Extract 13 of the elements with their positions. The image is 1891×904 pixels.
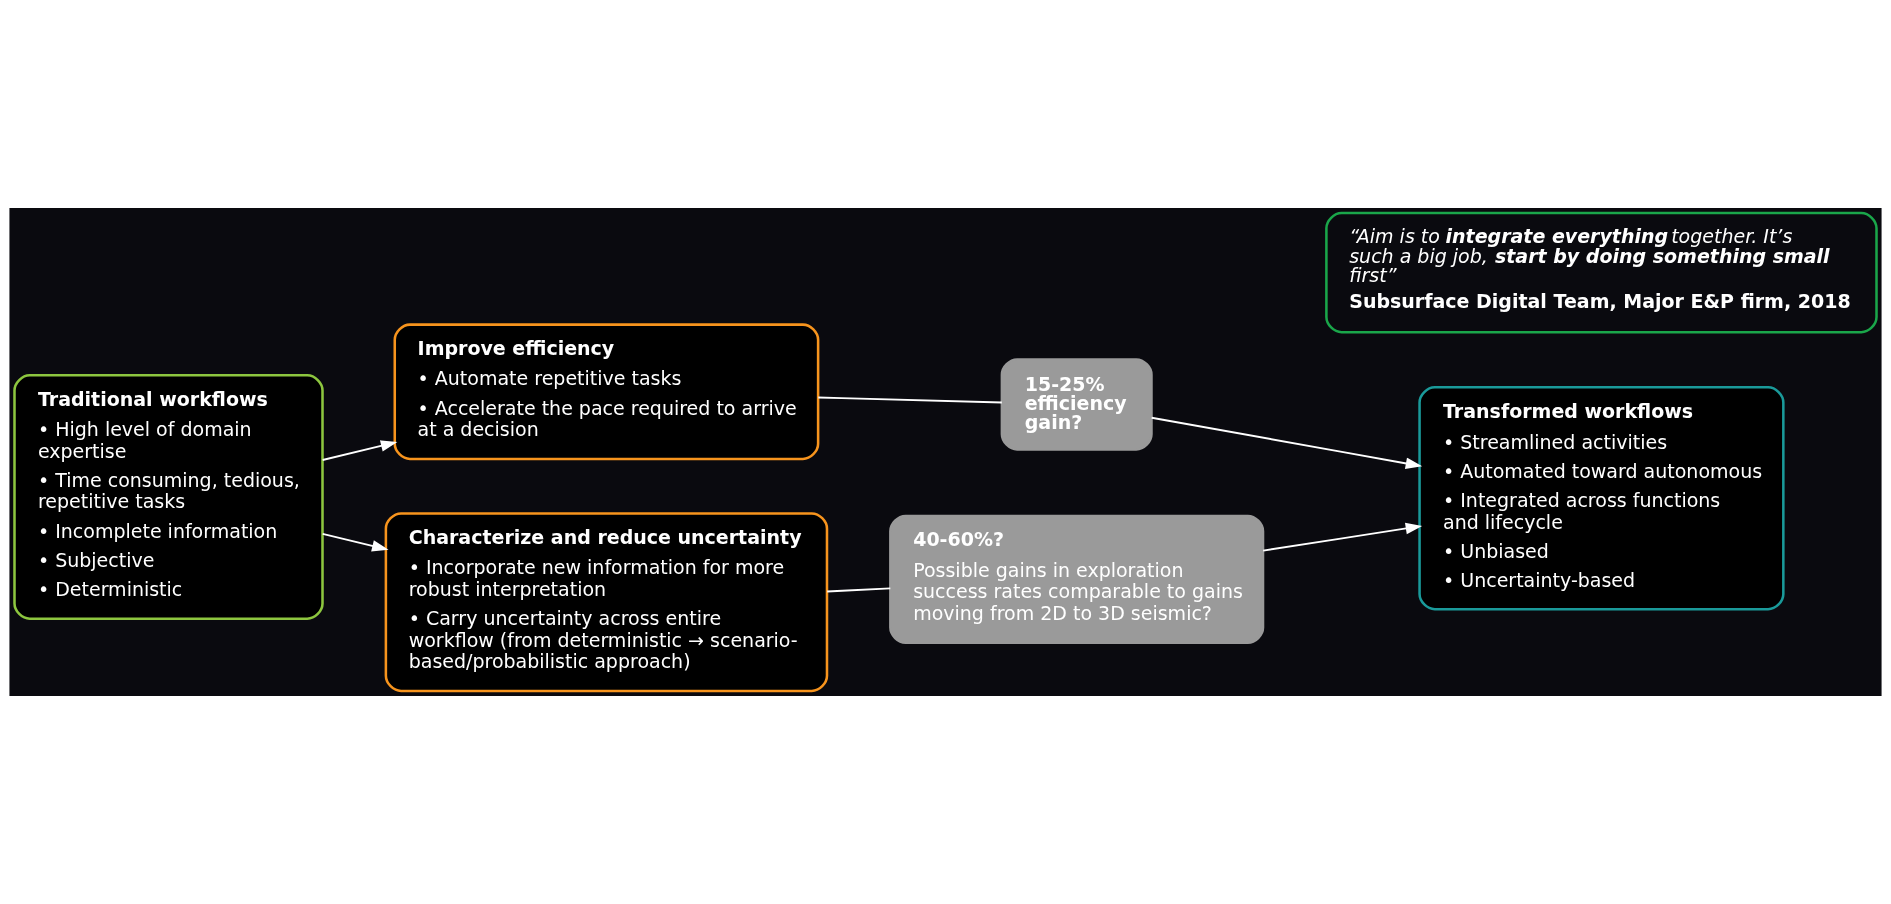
node-box: 15-25% efficiency gain? [1000, 358, 1153, 451]
connector [826, 587, 892, 593]
node-box: Transformed workflows • Streamlined activities • Automated toward autonomous • Integrated across functions and lifecycle • Unbiased • Uncertainty-based [1418, 386, 1785, 611]
node-box: Characterize and reduce uncertainty • Incorporate new information for more robust interpretation • Carry uncertainty across entire workflow (from deterministic → scenario-based/probabilistic approach) [384, 512, 829, 693]
arrow [1150, 416, 1423, 470]
arrow [1262, 522, 1423, 552]
node-box: “Aim is to integrate everything together. It’s such a big job, start by doing something small first” Subsurface Digital Team, Major E&P firm, 2018 [1325, 211, 1878, 334]
node-box: Improve efficiency • Automate repetitive tasks • Accelerate the pace required to arrive at a decision [393, 323, 820, 461]
node-box: 40-60%? Possible gains in exploration success rates comparable to gains moving from 2D to 3D seismic? [889, 514, 1265, 645]
node-box: Traditional workflows • High level of domain expertise • Time consuming, tedious, repetitive tasks • Incomplete information • Subjective • Deterministic [13, 374, 324, 620]
connector [817, 396, 1003, 404]
arrow [321, 533, 389, 552]
arrow [321, 440, 398, 461]
